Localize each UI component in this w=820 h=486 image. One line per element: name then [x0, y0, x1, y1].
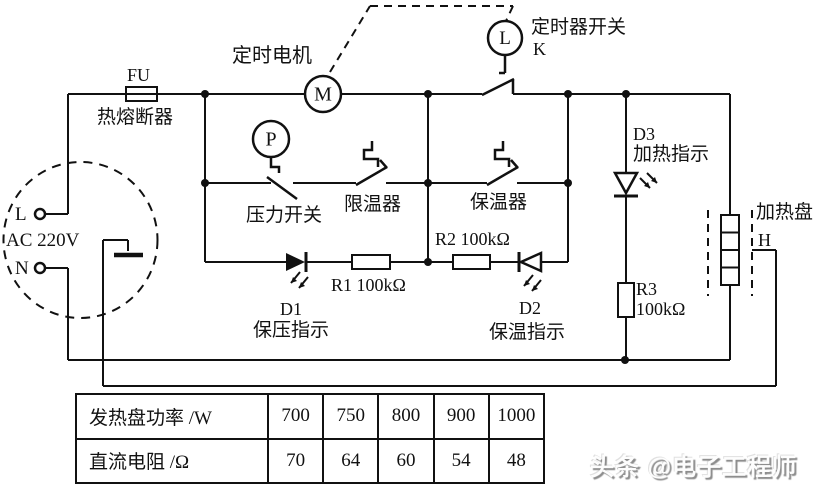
- table-cell: 800: [377, 393, 435, 440]
- fuse-code-label: FU: [127, 65, 151, 85]
- d2-code-label: D2: [519, 298, 541, 318]
- timer-switch-label: 定时器开关: [531, 17, 627, 38]
- timer-dial-letter: L: [499, 28, 511, 49]
- timer-motor-label: 定时电机: [232, 45, 312, 67]
- table-row: 发热盘功率 /W 700 750 800 900 1000: [75, 393, 546, 440]
- table-cell: 900: [432, 393, 490, 440]
- temp-limiter-label: 限温器: [344, 194, 402, 215]
- table-cell: 60: [377, 437, 435, 484]
- r1-label: R1 100kΩ: [331, 275, 406, 295]
- plug-outline: [2, 161, 159, 319]
- d1-code-label: D1: [280, 299, 302, 319]
- live-terminal-icon: [33, 207, 47, 221]
- motor-symbol-letter: M: [314, 83, 332, 106]
- keep-warm-switch-symbol: [486, 141, 519, 187]
- r3-value-label: 100kΩ: [636, 299, 686, 319]
- row-header-power: 发热盘功率 /W: [75, 393, 269, 440]
- table-cell: 1000: [487, 393, 546, 440]
- led-d2-icon: [517, 251, 543, 292]
- table-cell: 48: [487, 437, 546, 484]
- heating-plate-symbol: [707, 210, 753, 296]
- temp-limiter-symbol: [355, 141, 388, 187]
- timer-switch-code-label: K: [533, 39, 546, 59]
- power-resistance-table: 发热盘功率 /W 700 750 800 900 1000 直流电阻 /Ω 70…: [75, 393, 546, 484]
- live-terminal-label: L: [15, 204, 27, 225]
- table-cell: 64: [322, 437, 380, 484]
- pressure-symbol-letter: P: [265, 128, 277, 151]
- neutral-terminal-label: N: [15, 258, 29, 279]
- wire: [45, 93, 777, 387]
- pressure-switch-label: 压力开关: [246, 205, 323, 226]
- keep-warm-label: 保温器: [470, 192, 528, 213]
- d3-name-label: 加热指示: [633, 144, 710, 165]
- led-d3-icon: [612, 171, 658, 198]
- heating-plate-code-label: H: [758, 230, 771, 250]
- r3-code-label: R3: [636, 279, 658, 299]
- d2-name-label: 保温指示: [489, 322, 566, 343]
- table-row: 直流电阻 /Ω 70 64 60 54 48: [75, 437, 546, 484]
- watermark-text: 头条 @电子工程师小李: [590, 454, 798, 481]
- heating-plate-label: 加热盘: [756, 202, 814, 223]
- supply-voltage-label: AC 220V: [6, 230, 80, 251]
- fuse-symbol: [125, 86, 158, 102]
- resistor-r1-icon: [351, 254, 391, 270]
- motor-symbol-icon: [303, 74, 343, 114]
- row-header-resistance: 直流电阻 /Ω: [75, 437, 269, 484]
- mechanical-link: [329, 5, 514, 73]
- d1-name-label: 保压指示: [253, 320, 330, 341]
- resistor-r3-icon: [617, 282, 635, 318]
- pressure-switch-symbol: [251, 119, 298, 201]
- neutral-terminal-icon: [33, 261, 47, 275]
- table-cell: 700: [266, 393, 325, 440]
- r2-label: R2 100kΩ: [435, 229, 510, 249]
- resistor-r2-icon: [452, 254, 491, 270]
- led-d1-icon: [286, 252, 309, 289]
- table-cell: 70: [266, 437, 325, 484]
- fuse-name-label: 热熔断器: [97, 107, 174, 128]
- table-cell: 54: [432, 437, 490, 484]
- table-cell: 750: [322, 393, 380, 440]
- junction-dots: [201, 90, 630, 364]
- timer-switch-symbol: [481, 19, 524, 97]
- d3-code-label: D3: [633, 124, 655, 144]
